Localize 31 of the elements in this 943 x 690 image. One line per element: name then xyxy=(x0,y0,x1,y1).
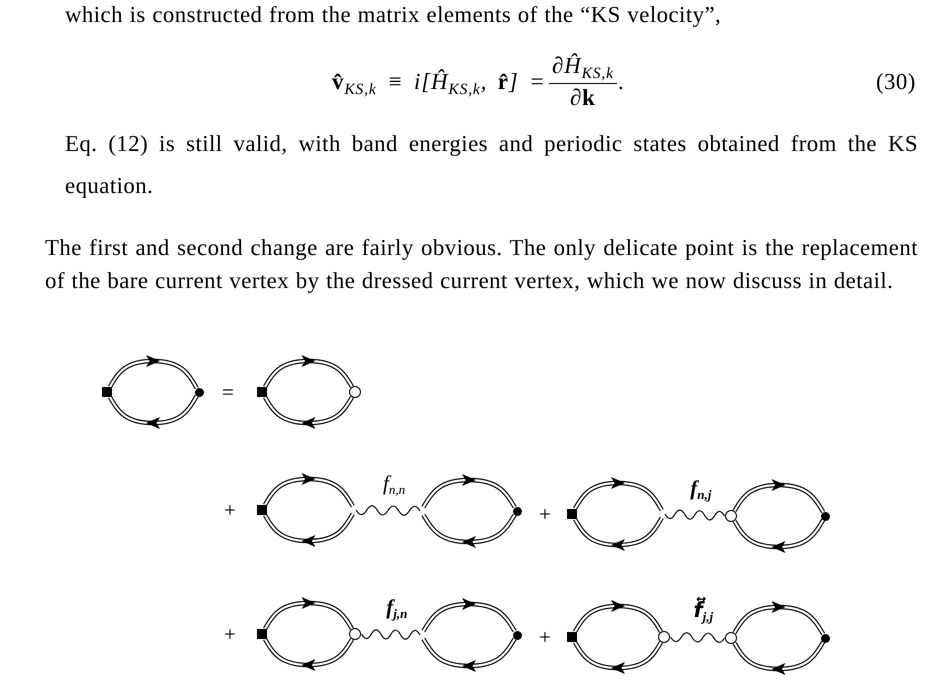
edge-label: f$_{n,j}$ xyxy=(690,476,712,501)
paragraph: Eq. (12) is still valid, with band energies and periodic states obtained from the KS equation. xyxy=(65,130,918,200)
propagator-loop xyxy=(256,596,362,672)
equation: v̂$_{KS,k}$ ≡ i[Ĥ$_{KS,k}$, r̂] = xyxy=(332,68,546,96)
propagator-loop xyxy=(724,478,830,554)
equation-period: . xyxy=(618,68,624,96)
wavy-line xyxy=(670,632,725,643)
propagator-loop xyxy=(420,473,522,549)
fraction-numerator: ∂Ĥ$_{KS,k}$ xyxy=(552,52,614,80)
wavy-line xyxy=(356,505,420,516)
propagator-loop xyxy=(101,354,204,430)
propagator-loop xyxy=(566,599,670,675)
propagator-loop xyxy=(420,597,522,673)
wavy-line xyxy=(664,510,725,520)
edge-label: f⃡$_{j,j}$ xyxy=(694,598,714,624)
plus-sign: + xyxy=(539,501,551,528)
equals-sign: = xyxy=(222,379,234,406)
plus-sign: + xyxy=(224,497,236,524)
fraction-denominator: ∂k xyxy=(570,84,596,112)
paragraph: The first and second change are fairly obvious. The only delicate point is the replacement of the bare current vertex by the dressed current vertex, which we now discuss in detail. xyxy=(45,234,918,295)
plus-sign: + xyxy=(224,621,236,648)
equation-number: (30) xyxy=(876,68,916,96)
plus-sign: + xyxy=(539,624,551,650)
edge-label: f$_{j,n}$ xyxy=(386,595,408,620)
propagator-loop xyxy=(256,472,356,548)
edge-label: f$_{n,n}$ xyxy=(383,471,406,496)
propagator-loop xyxy=(724,600,830,676)
propagator-loop xyxy=(566,476,665,552)
wavy-line xyxy=(361,629,420,640)
propagator-loop xyxy=(256,354,362,430)
body-text: which is constructed from the matrix elements of the “KS velocity”, xyxy=(65,1,722,29)
